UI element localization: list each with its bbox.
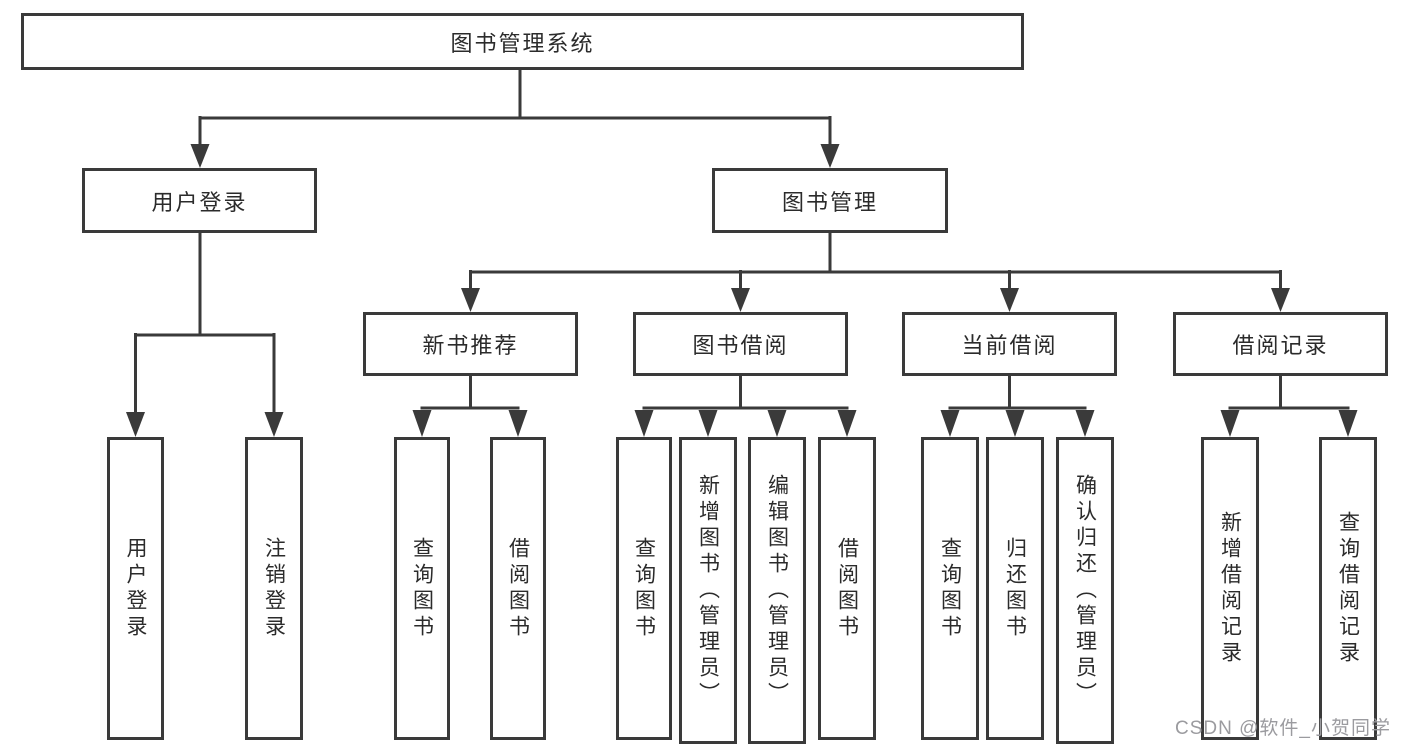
connector-new-books-children: [412, 375, 528, 437]
leaf-borrow-books-1: 借阅图书: [490, 437, 546, 740]
arrowhead: [190, 144, 210, 168]
leaf-query-borrow-record: 查询借阅记录: [1319, 437, 1377, 740]
leaf-borrow-books-2: 借阅图书: [818, 437, 876, 740]
arrowhead: [412, 410, 432, 437]
node-new-book-recommend: 新书推荐: [363, 312, 578, 376]
arrowhead: [1005, 410, 1025, 437]
arrowhead: [1000, 288, 1019, 312]
connector-book-borrow-children: [634, 375, 857, 437]
leaf-query-books-1: 查询图书: [394, 437, 450, 740]
leaf-confirm-return-admin: 确认归还（管理员）: [1056, 437, 1114, 744]
node-book-borrowing: 图书借阅: [633, 312, 848, 376]
connector-root-to-level2: [190, 69, 840, 168]
arrowhead: [1338, 410, 1358, 437]
connector-current-borrow-children: [940, 375, 1095, 437]
arrowhead: [126, 412, 145, 437]
csdn-watermark: CSDN @软件_小贺同学: [1175, 718, 1391, 739]
leaf-return-books: 归还图书: [986, 437, 1044, 740]
connector-records-children: [1220, 375, 1358, 437]
arrowhead: [1220, 410, 1240, 437]
connector-book-mgmt-children: [461, 233, 1290, 312]
arrowhead: [264, 412, 284, 437]
node-root: 图书管理系统: [21, 13, 1024, 70]
leaf-query-books-3: 查询图书: [921, 437, 979, 740]
arrowhead: [837, 410, 857, 437]
arrowhead: [820, 144, 840, 168]
leaf-query-books-2: 查询图书: [616, 437, 672, 740]
arrowhead: [731, 288, 750, 312]
leaf-add-borrow-record: 新增借阅记录: [1201, 437, 1259, 740]
arrowhead: [461, 288, 480, 312]
arrowhead: [1075, 410, 1095, 437]
leaf-add-books-admin: 新增图书（管理员）: [679, 437, 737, 744]
node-user-login: 用户登录: [82, 168, 317, 233]
arrowhead: [940, 410, 960, 437]
arrowhead: [508, 410, 528, 437]
node-current-borrowing: 当前借阅: [902, 312, 1117, 376]
leaf-user-login: 用户登录: [107, 437, 164, 740]
leaf-logout: 注销登录: [245, 437, 303, 740]
node-borrow-records: 借阅记录: [1173, 312, 1388, 376]
leaf-edit-books-admin: 编辑图书（管理员）: [748, 437, 806, 744]
arrowhead: [767, 410, 787, 437]
arrowhead: [698, 410, 718, 437]
arrowhead: [1271, 288, 1290, 312]
node-book-management: 图书管理: [712, 168, 948, 233]
connector-user-login-children: [126, 233, 284, 437]
arrowhead: [634, 410, 654, 437]
